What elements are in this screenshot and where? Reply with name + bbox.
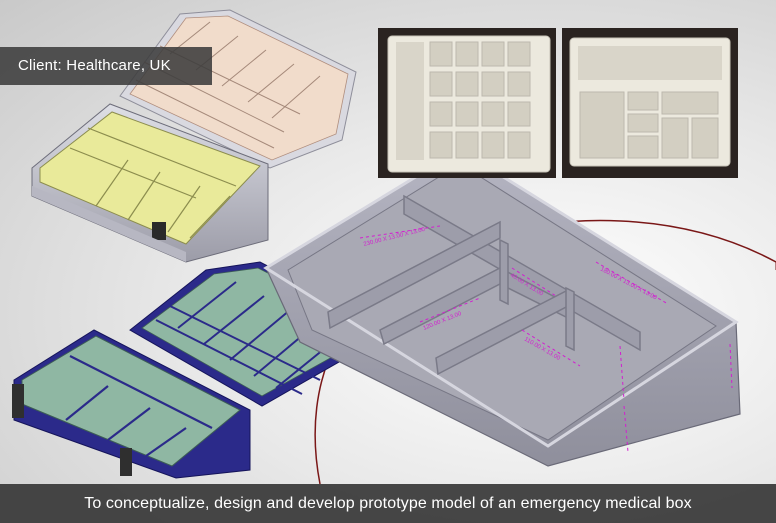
prototype-photo-shelves [562, 28, 738, 178]
prototype-photo-compartments [378, 28, 556, 178]
client-badge: Client: Healthcare, UK [0, 47, 212, 85]
project-caption: To conceptualize, design and develop pro… [0, 484, 776, 523]
